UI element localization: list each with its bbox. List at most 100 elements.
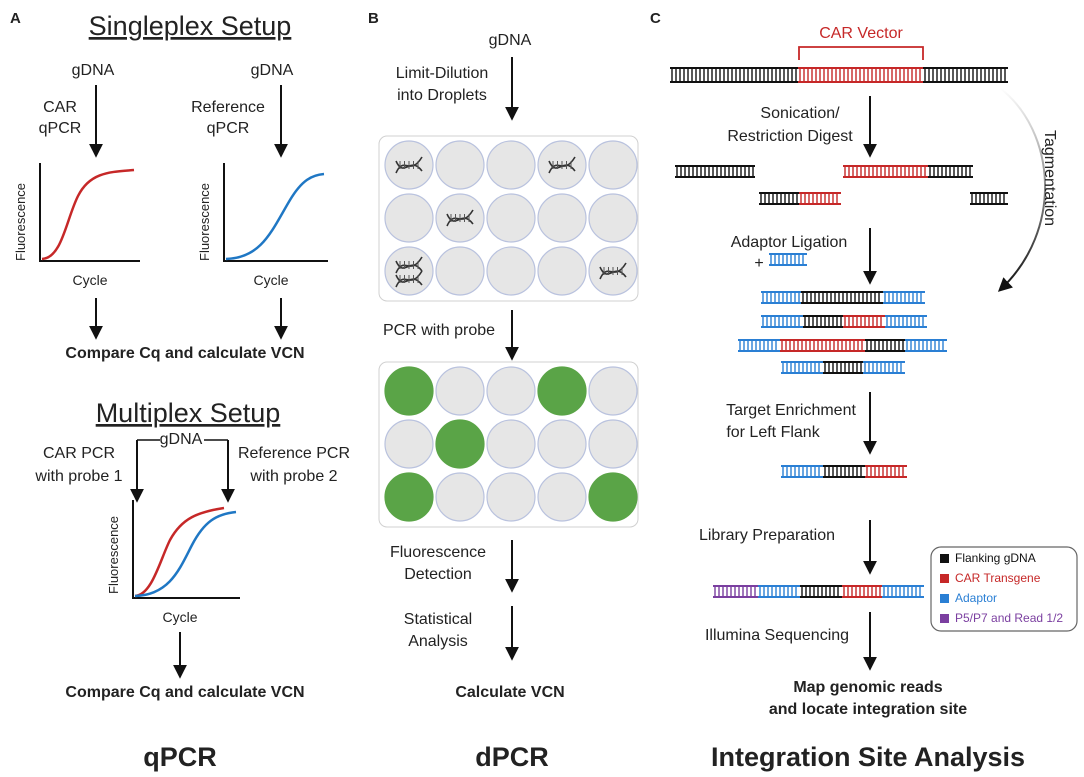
ref-qpcr-label-2: qPCR [207, 120, 250, 137]
droplet [486, 140, 536, 190]
legend-swatch [940, 574, 949, 583]
footer-integration: Integration Site Analysis [711, 742, 1025, 772]
sonication-label-1: Sonication/ [760, 105, 840, 122]
droplet [486, 472, 536, 522]
dna-fragments [670, 67, 1008, 598]
dna-segment [970, 192, 1008, 205]
fluorescence-detection-label-1: Fluorescence [390, 544, 486, 561]
map-reads-label-1: Map genomic reads [793, 679, 942, 696]
car-qpcr-label-1: CAR [43, 99, 77, 116]
dna-segment [905, 339, 947, 352]
droplet [588, 366, 638, 416]
pcr-probe-label: PCR with probe [383, 322, 495, 339]
gdna-right-label: gDNA [251, 62, 294, 79]
dna-segment [800, 585, 842, 598]
ref-plot-axes [223, 163, 328, 262]
droplet [384, 246, 434, 296]
droplet [435, 472, 485, 522]
legend-box [930, 546, 1078, 632]
car-amplification-plot: Fluorescence Cycle [13, 163, 140, 288]
droplet-positive [435, 419, 485, 469]
singleplex-title: Singleplex Setup [89, 11, 292, 41]
panel-letter-a: A [10, 10, 21, 27]
legend-swatch [940, 594, 949, 603]
droplet [384, 419, 434, 469]
dna-segment [675, 165, 755, 178]
footer-qpcr: qPCR [143, 742, 217, 772]
multiplex-car-curve [134, 506, 225, 598]
droplet [486, 366, 536, 416]
plus-sign: + [754, 255, 763, 272]
dna-segment [842, 585, 882, 598]
droplet-positive [384, 472, 434, 522]
dna-segment [713, 585, 758, 598]
dna-segment [801, 291, 883, 304]
statistical-analysis-label-1: Statistical [404, 611, 472, 628]
multiplex-plot-ylabel: Fluorescence [106, 516, 121, 594]
library-prep-label: Library Preparation [699, 527, 835, 544]
dna-segment [882, 585, 924, 598]
sonication-label-2: Restriction Digest [727, 128, 853, 145]
dna-segment [759, 192, 799, 205]
droplet-positive [588, 472, 638, 522]
ref-plot-xlabel: Cycle [253, 272, 288, 288]
dna-segment [823, 465, 865, 478]
dna-segment [769, 253, 807, 266]
droplet [435, 366, 485, 416]
droplet [537, 193, 587, 243]
multiplex-plot-xlabel: Cycle [162, 609, 197, 625]
droplet [435, 140, 485, 190]
legend-label: Flanking gDNA [955, 551, 1036, 565]
car-plot-xlabel: Cycle [72, 272, 107, 288]
ref-pcr-label-1: Reference PCR [238, 445, 350, 462]
droplet [588, 419, 638, 469]
car-pcr-label-2: with probe 1 [34, 468, 122, 485]
legend-label: CAR Transgene [955, 571, 1041, 585]
droplet [537, 419, 587, 469]
droplet [435, 246, 485, 296]
dna-segment [863, 361, 905, 374]
dna-segment [781, 465, 823, 478]
dna-segment [883, 291, 925, 304]
gdna-left-label: gDNA [72, 62, 115, 79]
car-amplification-curve [41, 168, 135, 261]
dna-icon [395, 270, 423, 288]
dna-segment [843, 165, 928, 178]
legend-swatch [940, 614, 949, 623]
dna-segment [781, 361, 823, 374]
droplet [486, 419, 536, 469]
dna-icon [395, 256, 423, 274]
dna-segment [843, 315, 885, 328]
droplet [588, 193, 638, 243]
dna-icon [395, 156, 423, 174]
multiplex-ref-curve [134, 510, 237, 598]
dna-segment [670, 67, 798, 83]
droplet-positive [537, 366, 587, 416]
legend-swatch [940, 554, 949, 563]
map-reads-label-2: and locate integration site [769, 701, 967, 718]
car-pcr-label-1: CAR PCR [43, 445, 115, 462]
legend-label: Adaptor [955, 591, 997, 605]
droplet [486, 193, 536, 243]
dna-segment [823, 361, 863, 374]
droplet [384, 193, 434, 243]
droplet-grid-after-pcr [384, 366, 638, 522]
dna-segment [885, 315, 927, 328]
reference-amplification-plot: Fluorescence Cycle [197, 163, 328, 288]
dna-segment [761, 291, 801, 304]
dna-segment [798, 67, 923, 83]
dna-segment [758, 585, 800, 598]
dna-segment [738, 339, 780, 352]
footer-dpcr: dPCR [475, 742, 549, 772]
dna-segment [923, 67, 1008, 83]
ref-qpcr-label-1: Reference [191, 99, 265, 116]
dna-segment [799, 192, 841, 205]
car-qpcr-label-2: qPCR [39, 120, 82, 137]
gdna-dpcr-label: gDNA [489, 32, 532, 49]
target-enrichment-label-2: for Left Flank [726, 424, 820, 441]
car-plot-axes [39, 163, 140, 262]
arrow-tagmentation [997, 87, 1047, 292]
dna-segment [803, 315, 843, 328]
